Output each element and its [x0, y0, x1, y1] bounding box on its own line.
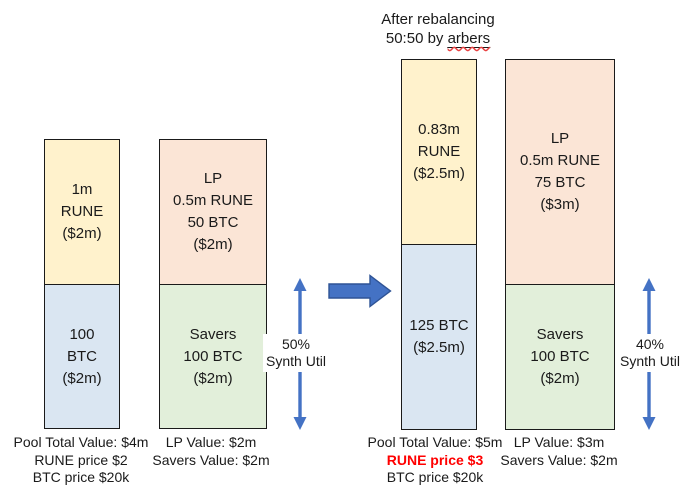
title-line-2-prefix: 50:50 by: [385, 30, 448, 47]
pool-after-total-value: Pool Total Value: $5m: [367, 434, 503, 450]
lp-savers-after-bar: LP 0.5m RUNE 75 BTC ($3m) Savers 100 BTC…: [505, 59, 615, 430]
pool-before-total-value: Pool Total Value: $4m: [13, 434, 149, 450]
pool-before-btc-segment: 100 BTC ($2m): [45, 285, 119, 428]
savers-before-value: Savers Value: $2m: [152, 451, 270, 468]
synth-util-pct-before: 50%: [281, 336, 311, 352]
lp-before-caption: LP Value: $2m Savers Value: $2m: [152, 434, 269, 469]
pool-before-btc-price: BTC price $20k: [32, 469, 130, 485]
pool-after-rune-segment: 0.83m RUNE ($2.5m): [402, 60, 476, 245]
pool-before-rune-segment: 1m RUNE ($2m): [45, 140, 119, 285]
lp-before-value: LP Value: $2m: [165, 434, 257, 450]
lp-before-segment: LP 0.5m RUNE 50 BTC ($2m): [160, 140, 266, 285]
synth-util-text-before: Synth Util: [266, 353, 326, 369]
synth-util-pct-after: 40%: [635, 336, 665, 352]
rebalance-right-arrow-icon: [328, 274, 392, 308]
title-arbers-word: arbers: [447, 30, 491, 48]
pool-after-btc-price: BTC price $20k: [386, 469, 484, 485]
pool-after-bar: 0.83m RUNE ($2.5m) 125 BTC ($2.5m): [401, 59, 477, 430]
pool-before-caption: Pool Total Value: $4m RUNE price $2 BTC …: [14, 434, 149, 487]
synth-util-label-after: 40% Synth Util: [617, 334, 683, 372]
pool-before-rune-price: RUNE price $2: [34, 451, 128, 468]
pool-after-caption: Pool Total Value: $5m RUNE price $3 BTC …: [368, 434, 503, 487]
lp-after-value: LP Value: $3m: [513, 434, 605, 450]
synth-util-text-after: Synth Util: [620, 353, 680, 369]
pool-after-rune-price: RUNE price $3: [386, 451, 484, 468]
pool-before-bar: 1m RUNE ($2m) 100 BTC ($2m): [44, 139, 120, 429]
synth-util-label-before: 50% Synth Util: [263, 334, 329, 372]
lp-after-segment: LP 0.5m RUNE 75 BTC ($3m): [506, 60, 614, 285]
lp-after-caption: LP Value: $3m Savers Value: $2m: [500, 434, 617, 469]
diagram-title: After rebalancing 50:50 by arbers: [381, 10, 495, 48]
savers-after-segment: Savers 100 BTC ($2m): [506, 285, 614, 429]
savers-after-value: Savers Value: $2m: [500, 451, 618, 468]
pool-after-btc-segment: 125 BTC ($2.5m): [402, 245, 476, 429]
savers-before-segment: Savers 100 BTC ($2m): [160, 285, 266, 428]
title-line-2: 50:50 by arbers: [381, 29, 494, 48]
title-line-1: After rebalancing: [381, 11, 495, 28]
lp-savers-before-bar: LP 0.5m RUNE 50 BTC ($2m) Savers 100 BTC…: [159, 139, 267, 429]
